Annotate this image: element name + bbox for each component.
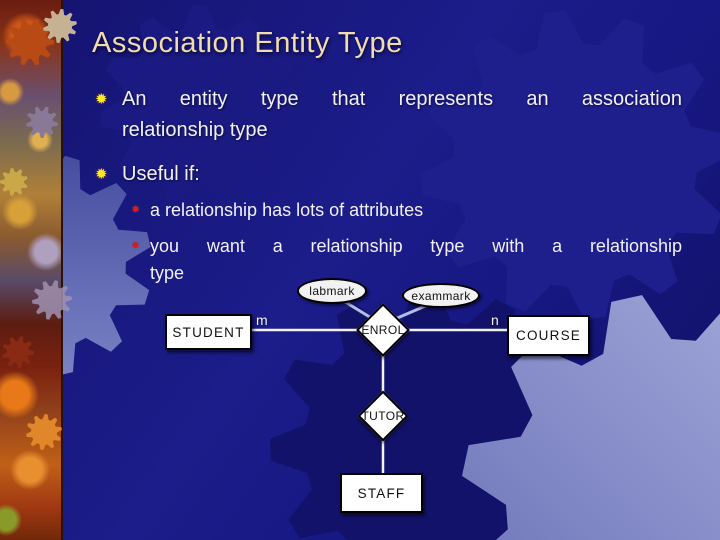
bullet-line: a relationship has lots of attributes bbox=[150, 200, 424, 220]
bullet-text: An entity type that represents an associ… bbox=[122, 84, 682, 146]
left-border-collage bbox=[0, 0, 63, 540]
left-border-gear-icons bbox=[0, 9, 77, 450]
star-bullet-icon: ✹ bbox=[131, 204, 141, 216]
entity-course: COURSE bbox=[507, 315, 590, 356]
star-bullet-icon: ✹ bbox=[95, 166, 108, 183]
page-title: Association Entity Type bbox=[92, 27, 403, 59]
cardinality-n: n bbox=[491, 312, 499, 328]
attribute-exammark: exammark bbox=[402, 283, 480, 308]
bullet-line: Useful if: bbox=[122, 163, 200, 185]
bullet-line: An entity type that represents an associ… bbox=[122, 88, 682, 110]
sub-bullet-item: ✹ you want a relationship type with a re… bbox=[131, 233, 682, 287]
attribute-labmark: labmark bbox=[297, 278, 367, 304]
entity-staff: STAFF bbox=[340, 473, 423, 513]
relationship-enrol: ENROL bbox=[356, 303, 410, 357]
star-bullet-icon: ✹ bbox=[95, 91, 108, 108]
bullet-line: relationship type bbox=[122, 119, 268, 141]
bullet-line: you want a relationship type with a rela… bbox=[150, 236, 682, 256]
bullet-item: ✹ Useful if: bbox=[95, 159, 682, 190]
sub-bullet-text: you want a relationship type with a rela… bbox=[150, 233, 682, 287]
sub-bullet-text: a relationship has lots of attributes bbox=[150, 197, 682, 224]
bullet-item: ✹ An entity type that represents an asso… bbox=[95, 84, 682, 146]
relationship-tutor: TUTOR bbox=[357, 390, 409, 442]
star-bullet-icon: ✹ bbox=[131, 240, 141, 252]
bullet-line: type bbox=[150, 263, 185, 283]
entity-student: STUDENT bbox=[165, 314, 252, 350]
cardinality-m: m bbox=[256, 312, 268, 328]
bullet-list: ✹ An entity type that represents an asso… bbox=[95, 84, 682, 287]
sub-bullet-item: ✹ a relationship has lots of attributes bbox=[131, 197, 682, 224]
bullet-text: Useful if: bbox=[122, 159, 682, 190]
